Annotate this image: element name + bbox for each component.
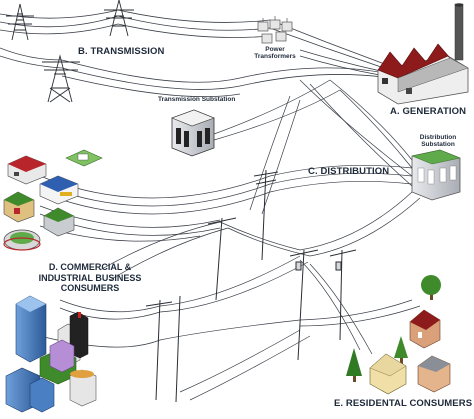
transmission-lines — [0, 9, 391, 98]
distribution-label: C. DISTRIBUTION — [308, 166, 390, 177]
house-icon — [417, 355, 451, 393]
commercial-label-line3: CONSUMERS — [60, 283, 120, 293]
commercial-building-icon — [3, 191, 35, 223]
stadium-icon — [3, 229, 41, 251]
distribution-lines — [39, 79, 421, 401]
distribution-substation-label-line2: Substation — [421, 141, 455, 148]
power-transformer-icon — [257, 16, 293, 44]
transmission-tower-icon — [42, 54, 80, 103]
tree-icon — [421, 275, 441, 300]
house-icon — [409, 309, 441, 349]
tree-icon — [346, 348, 362, 382]
utility-pole-icon — [145, 299, 173, 401]
power-transformers-label-line1: Power — [265, 46, 285, 53]
skyscraper-icon — [69, 369, 97, 407]
distribution-substation-label: Distribution Substation — [408, 134, 468, 148]
utility-pole-icon — [253, 169, 279, 261]
distribution-substation-label-line1: Distribution — [419, 134, 457, 141]
power-transformers-label-line2: Transformers — [254, 53, 296, 60]
utility-pole-icon — [289, 249, 319, 361]
utility-pole-icon — [207, 217, 237, 301]
utility-pole-icon — [329, 249, 357, 341]
tree-icon — [394, 336, 408, 364]
factory-icon — [377, 3, 469, 105]
skyscraper-icon — [15, 295, 47, 363]
transmission-tower-icon — [6, 3, 34, 41]
transmission-substation-label: Transmission Substation — [158, 96, 236, 103]
power-transformers-label: Power Transformers — [254, 46, 296, 60]
residential-consumers-label: E. RESIDENTAL CONSUMERS — [334, 398, 473, 409]
skyscraper-icon — [5, 367, 55, 413]
transmission-tower-icon — [104, 0, 134, 37]
commercial-building-icon — [65, 149, 103, 167]
distribution-substation-icon — [411, 149, 461, 201]
commercial-building-icon — [43, 207, 75, 237]
utility-pole-icon — [175, 295, 181, 403]
commercial-building-icon — [39, 175, 79, 205]
commercial-label-line1: D. COMMERCIAL & — [48, 262, 132, 272]
transmission-label: B. TRANSMISSION — [78, 46, 165, 57]
house-icon — [369, 353, 407, 395]
skyscraper-icon — [39, 339, 77, 385]
commercial-label-line2: INDUSTRIAL BUSINESS — [38, 272, 142, 283]
transmission-substation-icon — [171, 109, 215, 157]
commercial-consumers-label: D. COMMERCIAL & INDUSTRIAL BUSINESS CONS… — [30, 262, 150, 294]
generation-label: A. GENERATION — [390, 106, 467, 117]
commercial-building-icon — [7, 155, 47, 185]
